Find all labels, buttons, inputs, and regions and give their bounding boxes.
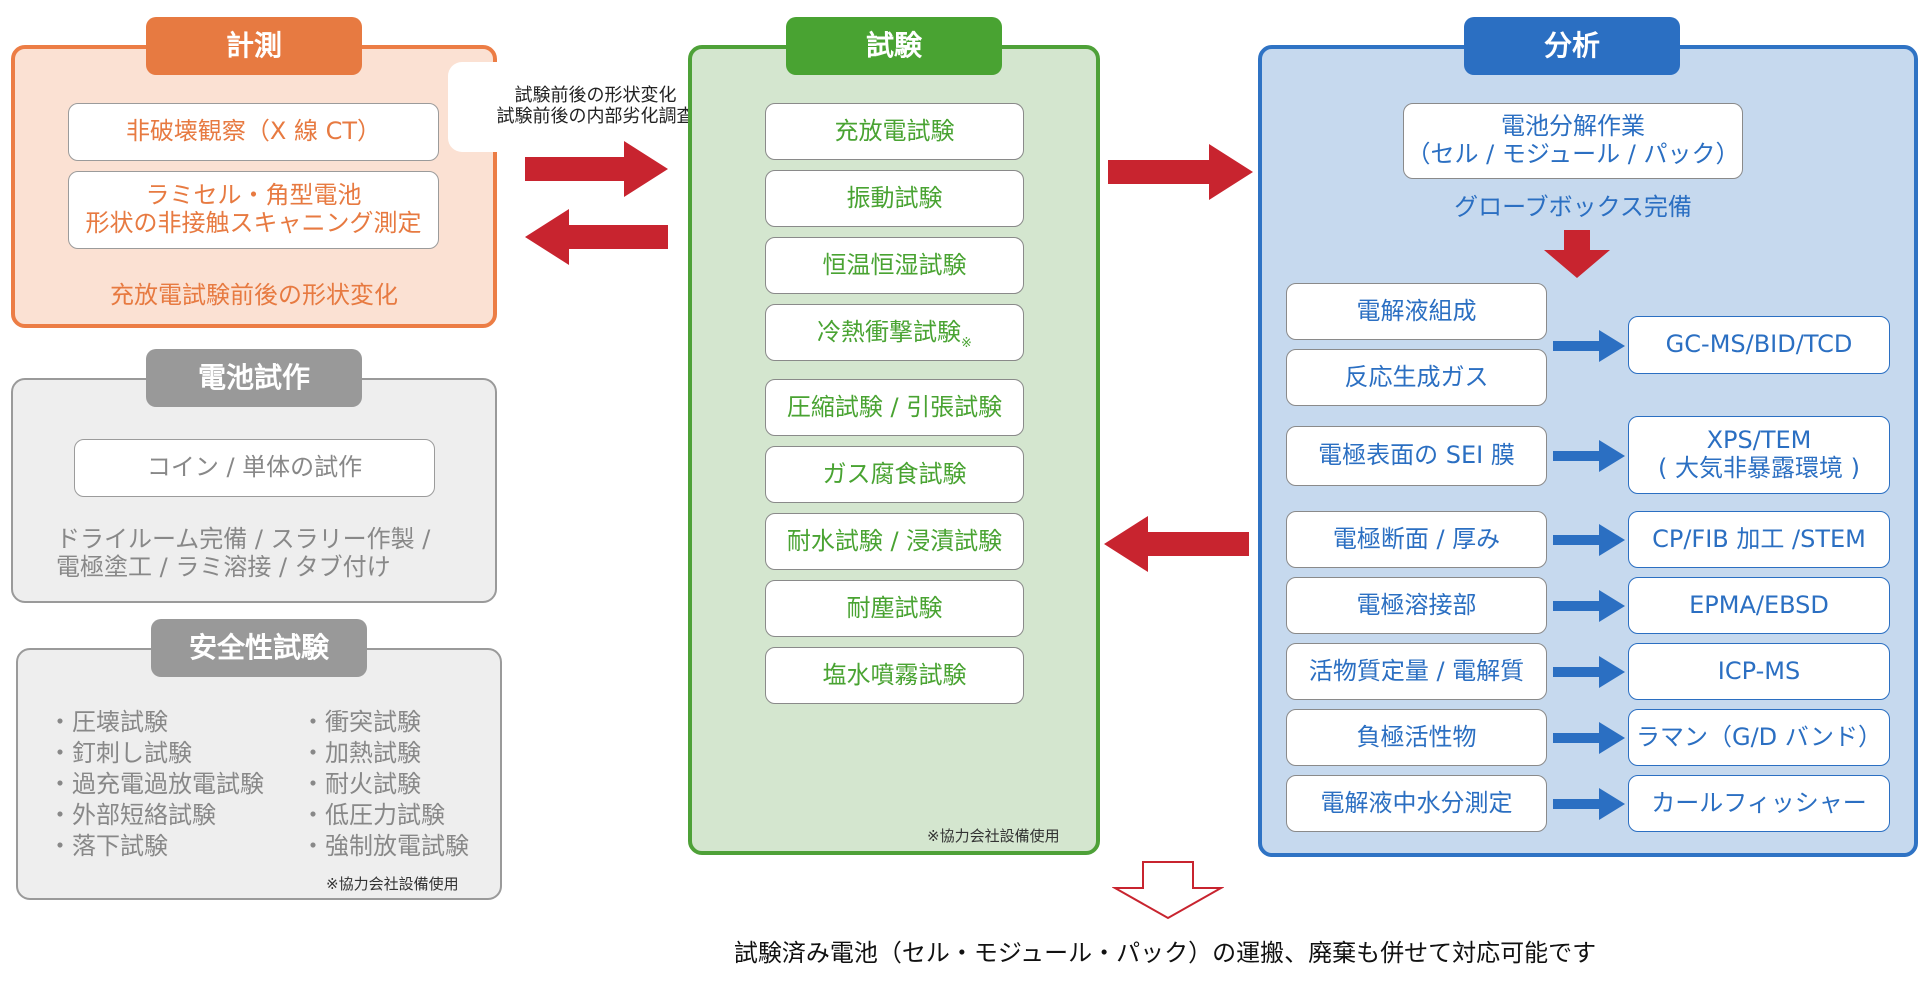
- scanning-box-line1: ラミセル・角型電池: [145, 181, 362, 210]
- safety-right-item: ・耐火試験: [301, 770, 421, 798]
- safety-right-item: ・強制放電試験: [301, 832, 469, 860]
- safety-right-item: ・衝突試験: [301, 708, 421, 736]
- test-item: 振動試験: [765, 170, 1024, 227]
- blue-arrow: [1553, 590, 1625, 622]
- measurement-footer: 充放電試験前後の形状変化: [110, 281, 398, 309]
- analysis-item: 電解液中水分測定: [1286, 775, 1547, 832]
- callout-line2: 試験前後の内部劣化調査: [496, 106, 695, 127]
- safety-left-item: ・釘刺し試験: [48, 739, 192, 767]
- analysis-down-arrow: [1544, 230, 1610, 278]
- safety-right-item: ・加熱試験: [301, 739, 421, 767]
- analysis-result-line1: XPS/TEM: [1706, 426, 1812, 455]
- blue-arrow: [1553, 440, 1625, 472]
- analysis-result: カールフィッシャー: [1628, 775, 1890, 832]
- blue-arrow: [1553, 330, 1625, 362]
- disassembly-box: 電池分解作業 （セル / モジュール / パック）: [1403, 103, 1743, 179]
- test-note: ※協力会社設備使用: [927, 827, 1060, 845]
- test-item: 耐水試験 / 浸漬試験: [765, 513, 1024, 570]
- safety-right-item: ・低圧力試験: [301, 801, 445, 829]
- red-arrow-left: [525, 209, 668, 265]
- safety-left-item: ・圧壊試験: [48, 708, 168, 736]
- prototype-text: ドライルーム完備 / スラリー作製 / 電極塗工 / ラミ溶接 / タブ付け: [20, 525, 490, 581]
- red-arrow-right: [525, 141, 668, 197]
- analysis-item: 負極活性物: [1286, 709, 1547, 766]
- prototype-text-line1: ドライルーム完備 / スラリー作製 /: [56, 525, 431, 553]
- partner-mark: ※: [961, 336, 972, 352]
- test-item-label: 冷熱衝撃試験: [817, 317, 962, 346]
- prototype-text-line2: 電極塗工 / ラミ溶接 / タブ付け: [56, 552, 391, 581]
- analysis-result-line2: ( 大気非暴露環境 ): [1658, 454, 1860, 482]
- analysis-item: 活物質定量 / 電解質: [1286, 643, 1547, 700]
- test-title: 試験: [786, 17, 1002, 75]
- analysis-item: 電極溶接部: [1286, 577, 1547, 634]
- analysis-title: 分析: [1464, 17, 1680, 75]
- disassembly-line1: 電池分解作業: [1501, 112, 1645, 141]
- analysis-result: GC-MS/BID/TCD: [1628, 316, 1890, 374]
- red-arrow-right: [1108, 144, 1253, 200]
- red-arrow-left: [1104, 516, 1249, 572]
- analysis-result: CP/FIB 加工 /STEM: [1628, 511, 1890, 568]
- analysis-item: 電極断面 / 厚み: [1286, 511, 1547, 568]
- test-item: 恒温恒湿試験: [765, 237, 1024, 294]
- scanning-box: ラミセル・角型電池 形状の非接触スキャニング測定: [68, 171, 439, 249]
- blue-arrow: [1553, 722, 1625, 754]
- test-item: 充放電試験: [765, 103, 1024, 160]
- test-item: ガス腐食試験: [765, 446, 1024, 503]
- safety-left-item: ・過充電過放電試験: [48, 770, 264, 798]
- analysis-item: 電極表面の SEI 膜: [1286, 426, 1547, 486]
- test-item: 耐塵試験: [765, 580, 1024, 637]
- callout-line1: 試験前後の形状変化: [514, 85, 677, 107]
- safety-left-item: ・落下試験: [48, 832, 168, 860]
- test-item: 圧縮試験 / 引張試験: [765, 379, 1024, 436]
- footer-text: 試験済み電池（セル・モジュール・パック）の運搬、廃棄も併せて対応可能です: [733, 939, 1597, 967]
- prototype-title: 電池試作: [146, 349, 362, 407]
- blue-arrow: [1553, 524, 1625, 556]
- analysis-item: 反応生成ガス: [1286, 349, 1547, 406]
- blue-arrow: [1553, 788, 1625, 820]
- analysis-result-xps: XPS/TEM ( 大気非暴露環境 ): [1628, 416, 1890, 494]
- scanning-box-line2: 形状の非接触スキャニング測定: [85, 209, 422, 237]
- test-item-thermal-shock: 冷熱衝撃試験※: [765, 304, 1024, 361]
- analysis-item: 電解液組成: [1286, 283, 1547, 340]
- analysis-result: ICP-MS: [1628, 643, 1890, 700]
- safety-title: 安全性試験: [151, 619, 367, 677]
- coin-prototype-box: コイン / 単体の試作: [74, 439, 435, 497]
- blue-arrow: [1553, 656, 1625, 688]
- safety-left-item: ・外部短絡試験: [48, 801, 216, 829]
- analysis-result: ラマン（G/D バンド）: [1628, 709, 1890, 766]
- analysis-result: EPMA/EBSD: [1628, 577, 1890, 634]
- measurement-title: 計測: [146, 17, 362, 75]
- test-item: 塩水噴霧試験: [765, 647, 1024, 704]
- glovebox-label: グローブボックス完備: [1454, 193, 1692, 221]
- disassembly-line2: （セル / モジュール / パック）: [1406, 140, 1740, 168]
- ct-observation-box: 非破壊観察（X 線 CT）: [68, 103, 439, 161]
- down-outline-arrow: [1112, 861, 1224, 920]
- safety-note: ※協力会社設備使用: [326, 875, 459, 893]
